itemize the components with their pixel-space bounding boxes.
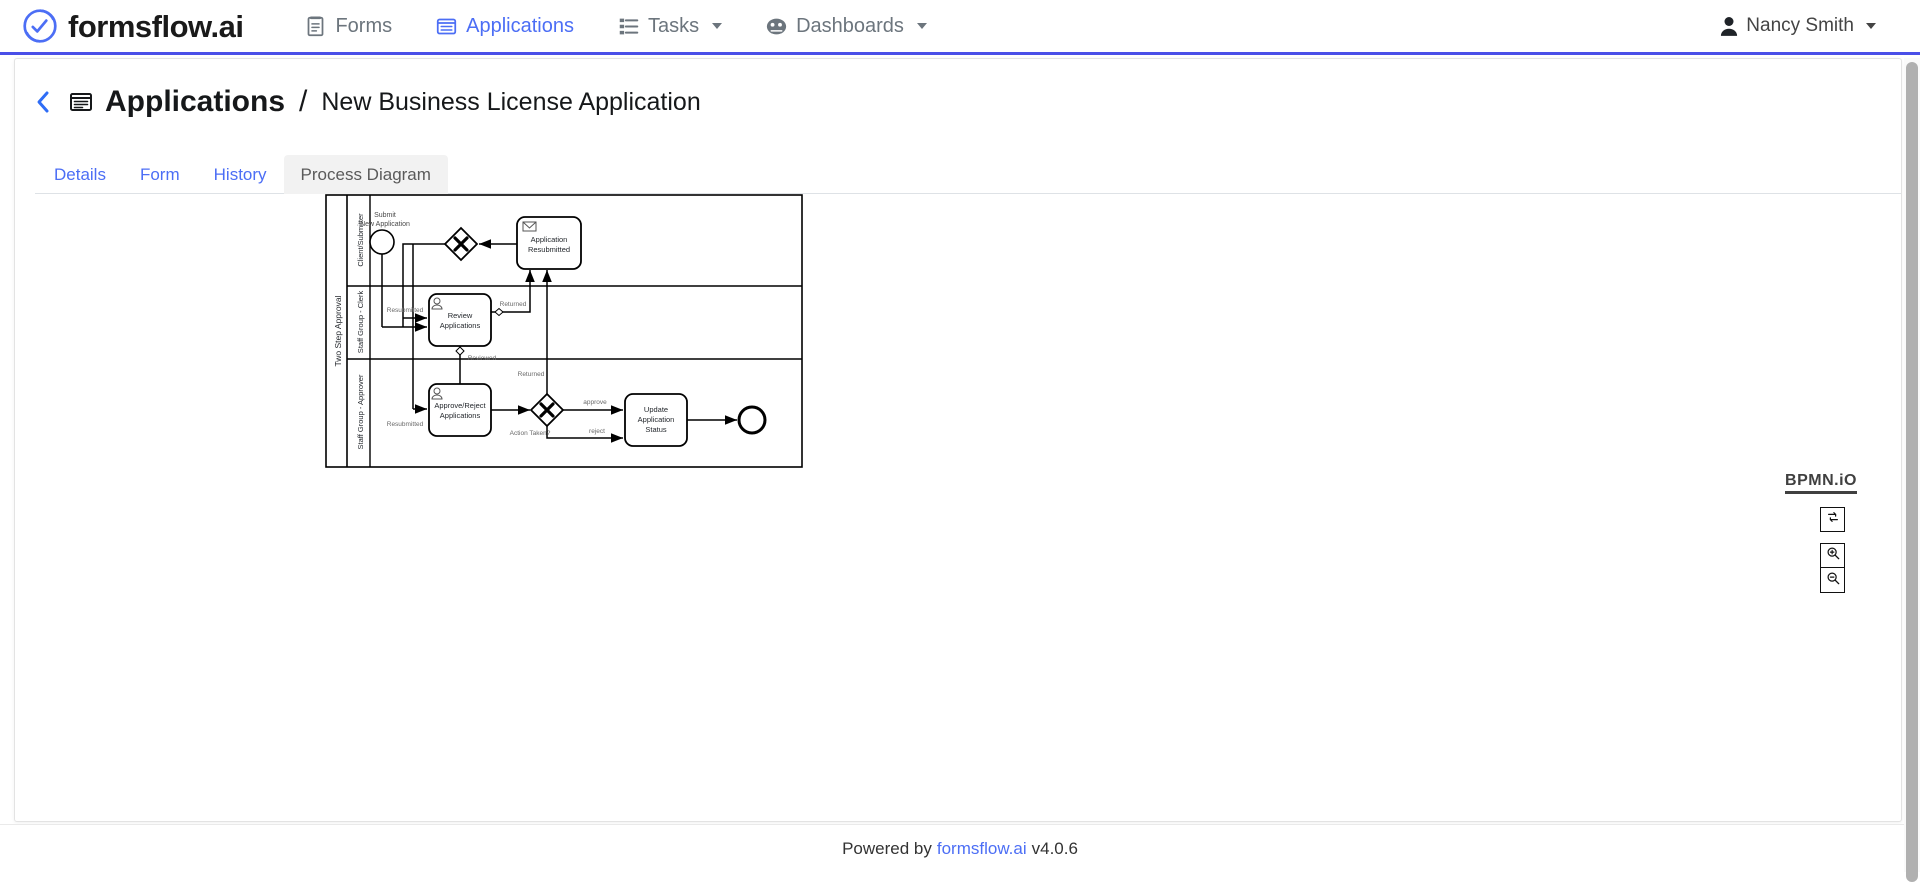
task-review-applications-line1: Review <box>448 311 473 320</box>
tab-form[interactable]: Form <box>139 165 180 184</box>
user-name: Nancy Smith <box>1746 15 1854 36</box>
task-update-application-status[interactable]: Update Application Status <box>624 393 688 447</box>
task-application-resubmitted[interactable]: Application Resubmitted <box>516 216 582 270</box>
back-button[interactable] <box>33 89 53 115</box>
user-menu[interactable]: Nancy Smith <box>1720 15 1876 37</box>
lane-label-staff-clerk: Staff Group - Clerk <box>356 291 365 354</box>
flow-label-reviewed: Reviewed <box>468 355 497 362</box>
flow-reject <box>546 426 623 443</box>
applications-window-icon <box>436 16 457 37</box>
task-application-resubmitted-line2: Resubmitted <box>528 245 570 254</box>
tasks-list-icon <box>618 16 639 37</box>
top-navbar: formsflow.ai Forms Applications <box>0 0 1920 55</box>
nav-item-forms[interactable]: Forms <box>283 7 414 46</box>
chevron-down-icon <box>712 23 723 29</box>
user-task-person-icon <box>431 387 443 400</box>
navbar-right: Nancy Smith <box>1720 15 1898 37</box>
vertical-scrollbar-track[interactable] <box>1904 58 1920 882</box>
flow-gateway-branch-a <box>402 243 445 327</box>
forms-list-icon <box>305 15 326 37</box>
flow-label-reject: reject <box>589 428 605 435</box>
lane-label-client-submitter: Client/Submitter <box>356 213 365 267</box>
conditional-flow-marker <box>455 346 465 356</box>
flow-label-resubmitted-clerk: Resubmitted <box>387 307 424 314</box>
nav-item-dashboards-label: Dashboards <box>796 14 904 37</box>
tab-details[interactable]: Details <box>54 165 106 184</box>
bpmn-svg[interactable]: Two Step Approval Client/Submitter Staff… <box>325 194 925 524</box>
task-approve-reject-applications[interactable]: Approve/Reject Applications <box>428 383 492 437</box>
bpmn-diagram[interactable]: Two Step Approval Client/Submitter Staff… <box>325 194 925 529</box>
page-title: Applications <box>105 85 286 118</box>
bpmn-io-logo[interactable]: BPMN.iO <box>1785 472 1857 494</box>
pool-label: Two Step Approval <box>333 295 343 366</box>
start-event[interactable] <box>369 229 395 255</box>
page-header: Applications / New Business License Appl… <box>15 59 1901 129</box>
gateway-resubmit-merge[interactable] <box>443 226 479 262</box>
zoom-in-button[interactable] <box>1821 544 1844 568</box>
tab-bar: Details Form History Process Diagram <box>35 155 1901 194</box>
conditional-flow-marker <box>494 307 504 317</box>
user-person-icon <box>1720 16 1738 36</box>
lane-label-staff-approver: Staff Group - Approver <box>356 374 365 449</box>
task-review-applications-line2: Applications <box>440 321 481 330</box>
formsflow-circle-arrow-check-logo-icon <box>22 8 58 44</box>
vertical-scrollbar-thumb[interactable] <box>1906 62 1918 882</box>
chevron-down-icon <box>1866 23 1876 29</box>
start-event-label-line2: New Application <box>360 221 410 228</box>
nav-item-applications-label: Applications <box>466 14 574 37</box>
applications-window-icon <box>69 90 93 114</box>
nav-item-tasks-label: Tasks <box>647 14 700 37</box>
application-name: New Business License Application <box>321 87 701 116</box>
nav-item-applications[interactable]: Applications <box>414 7 596 46</box>
footer-prefix: Powered by <box>842 838 932 858</box>
bpmn-canvas[interactable]: Two Step Approval Client/Submitter Staff… <box>15 194 1901 814</box>
nav-item-dashboards[interactable]: Dashboards <box>744 7 949 46</box>
flow-label-approve: approve <box>583 399 607 406</box>
breadcrumb-separator: / <box>299 85 308 118</box>
task-application-resubmitted-line1: Application <box>531 235 568 244</box>
brand-name: formsflow.ai <box>68 8 244 44</box>
task-approve-reject-line1: Approve/Reject <box>434 401 486 410</box>
zoom-controls <box>1820 543 1845 593</box>
dashboards-gauge-icon <box>766 16 787 37</box>
primary-nav: Forms Applications Tasks <box>283 7 948 46</box>
zoom-out-button[interactable] <box>1821 568 1844 592</box>
end-event[interactable] <box>737 405 767 435</box>
brand-logo-link[interactable]: formsflow.ai <box>22 8 244 44</box>
task-update-status-line1: Update <box>644 405 668 414</box>
task-update-status-line2: Application <box>638 415 675 424</box>
fit-viewport-button[interactable] <box>1820 507 1845 532</box>
tab-process-diagram[interactable]: Process Diagram <box>283 155 448 194</box>
flow-label-returned-clerk: Returned <box>500 301 527 308</box>
footer-formsflow-link[interactable]: formsflow.ai <box>936 838 1027 858</box>
zoom-in-magnifier-icon <box>1826 546 1840 565</box>
task-approve-reject-line2: Applications <box>440 411 481 420</box>
chevron-down-icon <box>916 23 927 29</box>
page-footer: Powered by formsflow.ai v4.0.6 <box>0 824 1920 872</box>
fit-viewport-icon <box>1826 510 1840 529</box>
gateway-action-taken[interactable] <box>529 392 565 428</box>
nav-item-forms-label: Forms <box>335 14 393 37</box>
flow-label-resubmitted-approver: Resubmitted <box>387 421 424 428</box>
flow-review-returned <box>491 270 535 313</box>
task-review-applications[interactable]: Review Applications <box>428 293 492 347</box>
footer-version: v4.0.6 <box>1031 838 1078 858</box>
page-container: Applications / New Business License Appl… <box>14 58 1902 822</box>
tab-history[interactable]: History <box>213 165 267 184</box>
flow-label-returned-approver: Returned <box>518 371 545 378</box>
start-event-label-line1: Submit <box>374 212 396 219</box>
zoom-out-magnifier-icon <box>1826 571 1840 590</box>
user-task-person-icon <box>431 297 443 310</box>
task-update-status-line3: Status <box>645 425 667 434</box>
nav-item-tasks[interactable]: Tasks <box>596 7 744 46</box>
flow-label-action-taken: Action Taken? <box>510 430 551 437</box>
breadcrumb: Applications / New Business License Appl… <box>69 85 701 119</box>
